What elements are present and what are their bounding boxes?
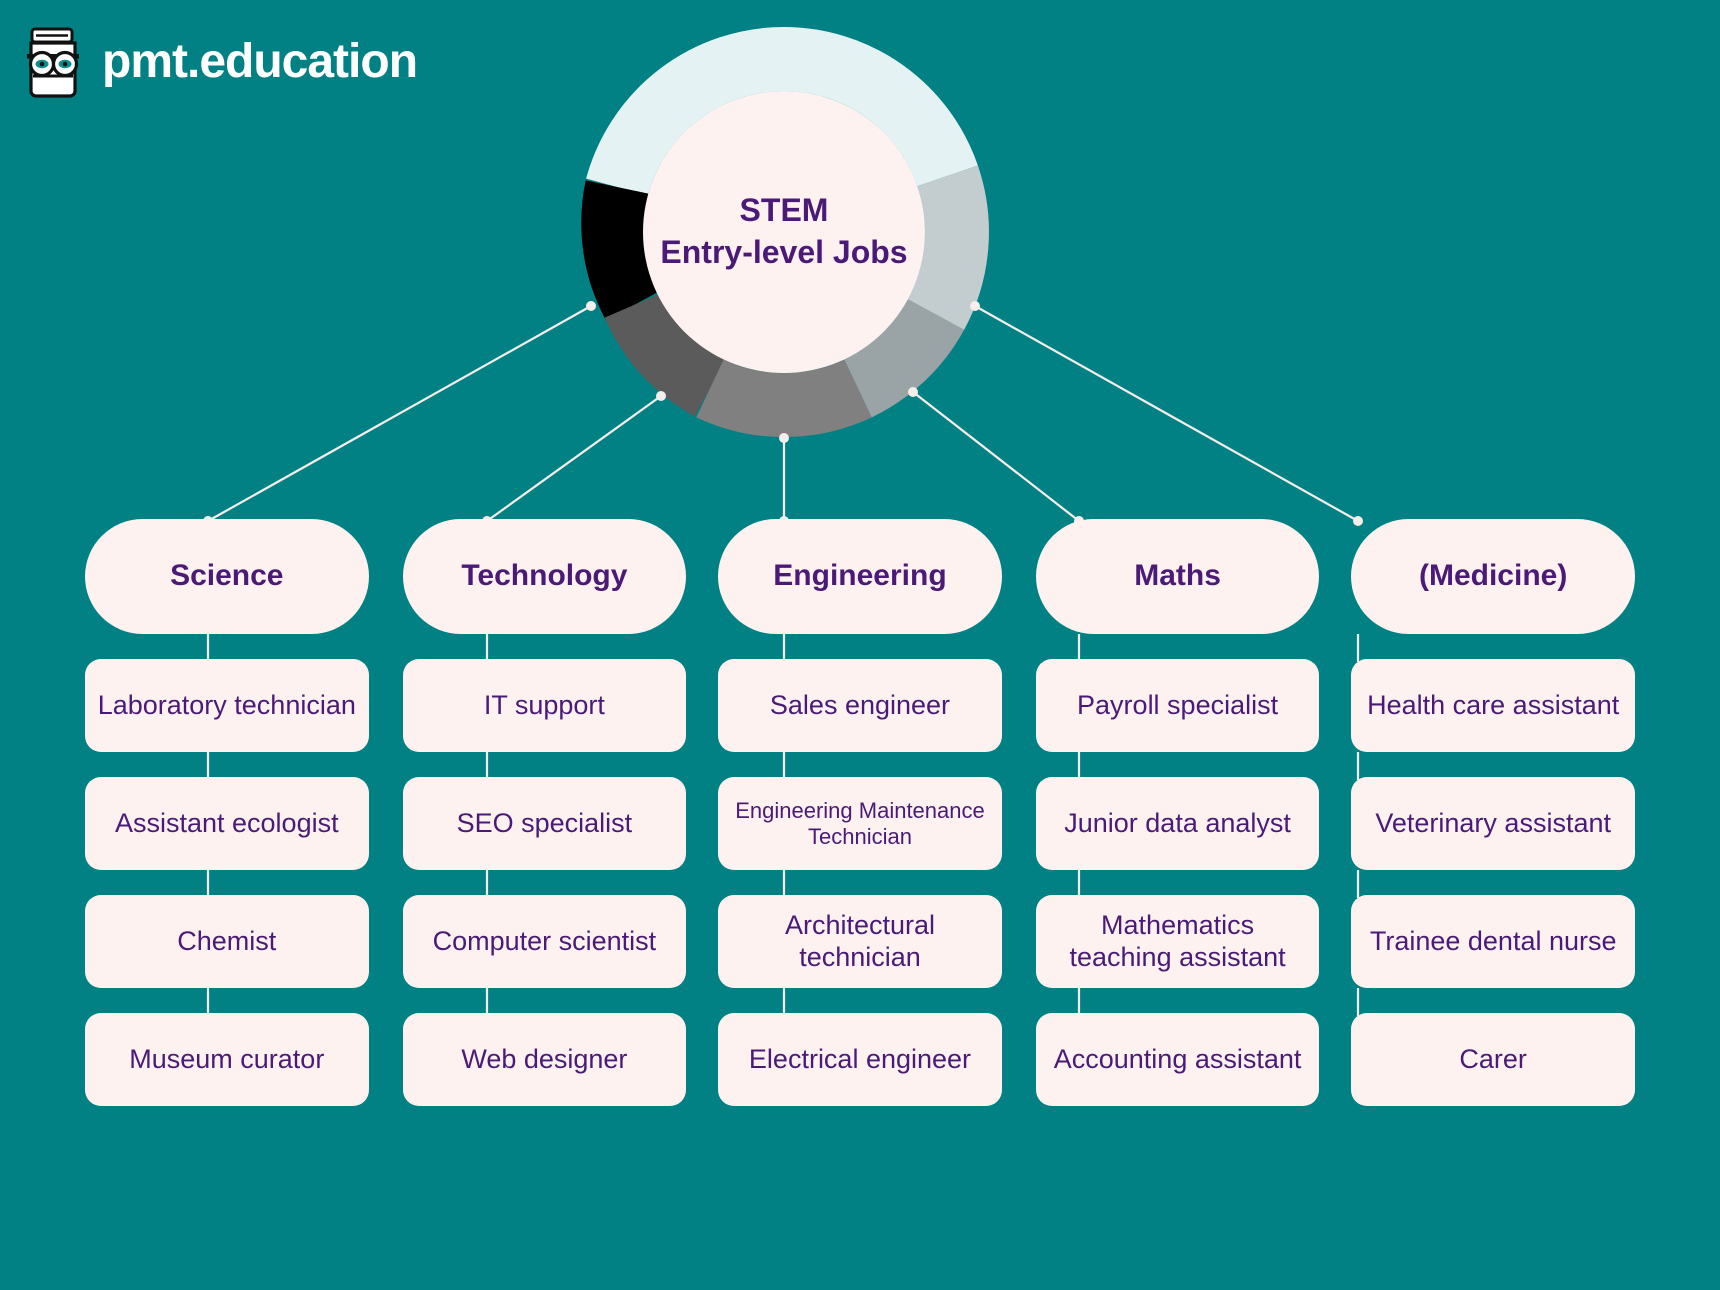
job-card-technology-3[interactable]: Web designer bbox=[402, 1013, 687, 1106]
donut-hole bbox=[643, 91, 925, 373]
donut-segment-0b bbox=[586, 27, 785, 197]
category-label-medicine: (Medicine) bbox=[1418, 559, 1568, 593]
job-card-science-3[interactable]: Museum curator bbox=[85, 1013, 369, 1106]
job-label-maths-1: Junior data analyst bbox=[1064, 807, 1291, 838]
column-science: Science Laboratory technician Assistant … bbox=[85, 519, 369, 1106]
job-label-engineering-1: Engineering Maintenance Technician bbox=[735, 797, 985, 849]
job-label-engineering-0: Sales engineer bbox=[769, 689, 951, 720]
donut-segment-maths bbox=[843, 298, 965, 418]
category-card-technology[interactable]: Technology bbox=[402, 519, 687, 634]
category-label-technology: Technology bbox=[461, 559, 628, 593]
job-label-maths-3: Accounting assistant bbox=[1053, 1043, 1302, 1074]
brand-name: pmt.education bbox=[102, 35, 418, 88]
category-label-engineering: Engineering bbox=[773, 559, 947, 593]
job-card-engineering-1[interactable]: Engineering Maintenance Technician bbox=[718, 777, 1002, 870]
job-label-maths-2: Mathematics teaching assistant bbox=[1069, 909, 1286, 972]
job-card-medicine-3[interactable]: Carer bbox=[1351, 1013, 1635, 1106]
job-card-medicine-2[interactable]: Trainee dental nurse bbox=[1351, 895, 1635, 988]
category-label-maths: Maths bbox=[1134, 559, 1221, 593]
job-label-science-0: Laboratory technician bbox=[97, 689, 356, 720]
job-label-medicine-0: Health care assistant bbox=[1367, 689, 1620, 720]
category-card-engineering[interactable]: Engineering bbox=[718, 519, 1002, 634]
donut-segment-engineering bbox=[696, 359, 872, 437]
job-card-maths-0[interactable]: Payroll specialist bbox=[1035, 659, 1320, 752]
donut-segment-medicine bbox=[907, 165, 989, 330]
job-card-science-0[interactable]: Laboratory technician bbox=[85, 659, 369, 752]
category-card-maths[interactable]: Maths bbox=[1035, 519, 1320, 634]
column-medicine: (Medicine) Health care assistant Veterin… bbox=[1351, 519, 1635, 1106]
job-label-medicine-3: Carer bbox=[1459, 1043, 1527, 1074]
job-card-science-2[interactable]: Chemist bbox=[85, 895, 369, 988]
job-label-engineering-2: Architectural technician bbox=[784, 909, 936, 972]
job-card-medicine-0[interactable]: Health care assistant bbox=[1351, 659, 1635, 752]
link-science bbox=[207, 305, 592, 522]
job-label-science-1: Assistant ecologist bbox=[114, 807, 339, 838]
pmt-book-character-icon bbox=[27, 27, 79, 98]
job-card-medicine-1[interactable]: Veterinary assistant bbox=[1351, 777, 1635, 870]
job-label-medicine-1: Veterinary assistant bbox=[1375, 807, 1611, 838]
job-card-technology-2[interactable]: Computer scientist bbox=[402, 895, 687, 988]
job-card-technology-1[interactable]: SEO specialist bbox=[402, 777, 687, 870]
link-medicine bbox=[974, 305, 1359, 522]
category-card-medicine[interactable]: (Medicine) bbox=[1351, 519, 1635, 634]
job-label-technology-2: Computer scientist bbox=[432, 925, 657, 956]
job-card-engineering-3[interactable]: Electrical engineer bbox=[718, 1013, 1002, 1106]
category-card-science[interactable]: Science bbox=[85, 519, 369, 634]
column-maths: Maths Payroll specialist Junior data ana… bbox=[1035, 519, 1320, 1106]
job-card-engineering-0[interactable]: Sales engineer bbox=[718, 659, 1002, 752]
category-columns: Science Laboratory technician Assistant … bbox=[85, 519, 1635, 1106]
job-label-medicine-2: Trainee dental nurse bbox=[1369, 925, 1617, 956]
job-card-maths-1[interactable]: Junior data analyst bbox=[1035, 777, 1320, 870]
job-label-maths-0: Payroll specialist bbox=[1077, 689, 1279, 720]
donut-segment-technology bbox=[604, 291, 727, 417]
job-card-maths-2[interactable]: Mathematics teaching assistant bbox=[1035, 895, 1320, 988]
column-technology: Technology IT support SEO specialist Com… bbox=[402, 519, 687, 1106]
job-label-science-2: Chemist bbox=[177, 925, 277, 956]
donut-segment-0 bbox=[783, 27, 978, 188]
job-card-maths-3[interactable]: Accounting assistant bbox=[1035, 1013, 1320, 1106]
category-label-science: Science bbox=[170, 559, 284, 593]
job-label-science-3: Museum curator bbox=[129, 1043, 325, 1074]
job-label-technology-3: Web designer bbox=[461, 1043, 628, 1074]
column-engineering: Engineering Sales engineer Engineering M… bbox=[718, 519, 1002, 1106]
job-label-technology-0: IT support bbox=[483, 689, 605, 720]
stem-donut-chart: STEM Entry-level Jobs bbox=[579, 27, 989, 437]
job-label-engineering-3: Electrical engineer bbox=[748, 1043, 972, 1074]
job-card-engineering-2[interactable]: Architectural technician bbox=[718, 895, 1002, 988]
donut-svg bbox=[581, 27, 989, 437]
donut-segment-science bbox=[581, 180, 663, 321]
job-card-technology-0[interactable]: IT support bbox=[402, 659, 687, 752]
job-label-technology-1: SEO specialist bbox=[456, 807, 633, 838]
brand-logo: pmt.education bbox=[22, 26, 418, 98]
job-card-science-1[interactable]: Assistant ecologist bbox=[85, 777, 369, 870]
